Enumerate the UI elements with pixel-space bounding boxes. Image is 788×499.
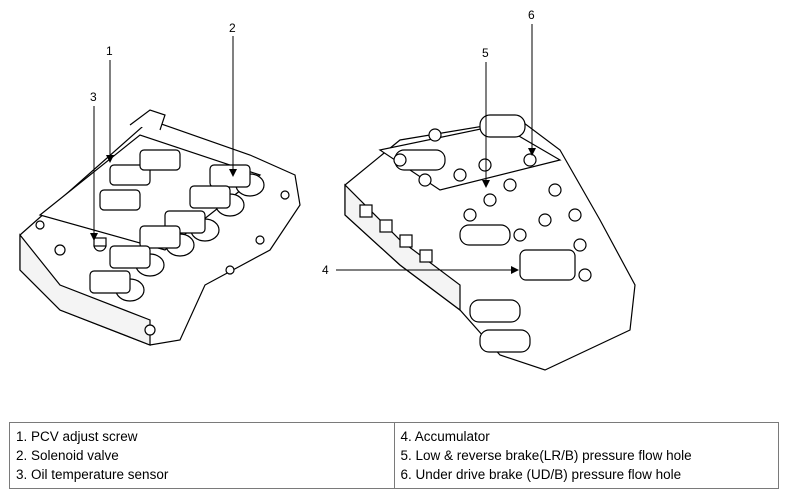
right-valve-body bbox=[344, 114, 636, 371]
callout-3: 3 bbox=[90, 90, 97, 104]
legend-right-column: 4. Accumulator 5. Low & reverse brake(LR… bbox=[393, 422, 779, 489]
valve-body-illustration: 1 2 3 4 5 6 bbox=[19, 8, 636, 371]
callout-6: 6 bbox=[528, 8, 535, 22]
callout-1: 1 bbox=[106, 44, 113, 58]
callout-5: 5 bbox=[482, 46, 489, 60]
legend-item: 3. Oil temperature sensor bbox=[16, 467, 169, 482]
right-body-bolts bbox=[393, 128, 592, 282]
legend-item: 4. Accumulator bbox=[400, 429, 490, 444]
oil-temperature-sensor bbox=[93, 237, 107, 252]
legend-item: 6. Under drive brake (UD/B) pressure flo… bbox=[400, 467, 682, 482]
legend-left-column: 1. PCV adjust screw 2. Solenoid valve 3.… bbox=[9, 422, 395, 489]
callout-2: 2 bbox=[229, 21, 236, 35]
accumulator-group bbox=[394, 114, 576, 353]
legend-table: 1. PCV adjust screw 2. Solenoid valve 3.… bbox=[9, 422, 779, 489]
legend-item: 2. Solenoid valve bbox=[16, 448, 119, 463]
legend-item: 1. PCV adjust screw bbox=[16, 429, 138, 444]
left-valve-body bbox=[19, 109, 301, 346]
left-body-bolts bbox=[35, 190, 290, 336]
right-body-ports bbox=[359, 204, 433, 263]
callout-labels: 1 2 3 4 5 6 bbox=[90, 8, 535, 277]
callout-4: 4 bbox=[322, 263, 329, 277]
solenoid-valve-group bbox=[89, 149, 265, 302]
leader-lines bbox=[90, 24, 536, 274]
legend-item: 5. Low & reverse brake(LR/B) pressure fl… bbox=[400, 448, 692, 463]
